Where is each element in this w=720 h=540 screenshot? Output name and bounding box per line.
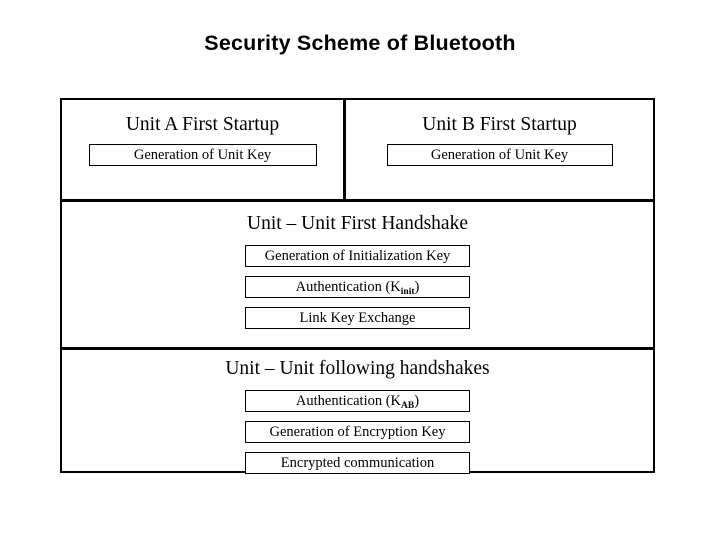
section-divider-top: [62, 199, 653, 202]
page-title: Security Scheme of Bluetooth: [204, 31, 516, 55]
step-list-following-handshakes: Authentication (KAB) Generation of Encry…: [62, 390, 653, 474]
step-box-authentication-kinit[interactable]: Authentication (Kinit): [245, 276, 470, 298]
section-unit-unit-first-handshake: Unit – Unit First Handshake Generation o…: [62, 202, 653, 347]
step-box-generation-of-encryption-key[interactable]: Generation of Encryption Key: [245, 421, 470, 443]
step-box-link-key-exchange[interactable]: Link Key Exchange: [245, 307, 470, 329]
security-scheme-diagram: Unit A First Startup Generation of Unit …: [60, 98, 655, 474]
step-label-suffix: ): [414, 393, 420, 409]
step-label-base: Authentication (K: [295, 393, 402, 409]
step-box-authentication-kab[interactable]: Authentication (KAB): [245, 390, 470, 412]
panel-unit-b-first-startup: Unit B First Startup Generation of Unit …: [346, 100, 653, 199]
step-label-suffix: ): [414, 279, 420, 295]
step-box-generation-of-unit-key-a[interactable]: Generation of Unit Key: [88, 144, 317, 166]
step-label-base: Authentication (K: [295, 279, 401, 295]
step-list-first-handshake: Generation of Initialization Key Authent…: [62, 245, 653, 329]
step-box-encrypted-communication[interactable]: Encrypted communication: [245, 452, 470, 474]
section-heading-first-handshake: Unit – Unit First Handshake: [247, 213, 468, 234]
startup-row: Unit A First Startup Generation of Unit …: [62, 100, 653, 199]
step-label-subscript: AB: [401, 401, 415, 411]
section-divider-bottom: [62, 347, 653, 350]
section-unit-unit-following-handshakes: Unit – Unit following handshakes Authent…: [62, 350, 653, 474]
section-heading-following-handshakes: Unit – Unit following handshakes: [225, 358, 490, 379]
step-box-generation-of-unit-key-b[interactable]: Generation of Unit Key: [386, 144, 613, 166]
step-label-subscript: init: [400, 287, 415, 297]
panel-heading-unit-b: Unit B First Startup: [422, 114, 577, 135]
panel-heading-unit-a: Unit A First Startup: [125, 114, 280, 135]
panel-unit-a-first-startup: Unit A First Startup Generation of Unit …: [62, 100, 346, 199]
step-box-generation-of-initialization-key[interactable]: Generation of Initialization Key: [245, 245, 470, 267]
